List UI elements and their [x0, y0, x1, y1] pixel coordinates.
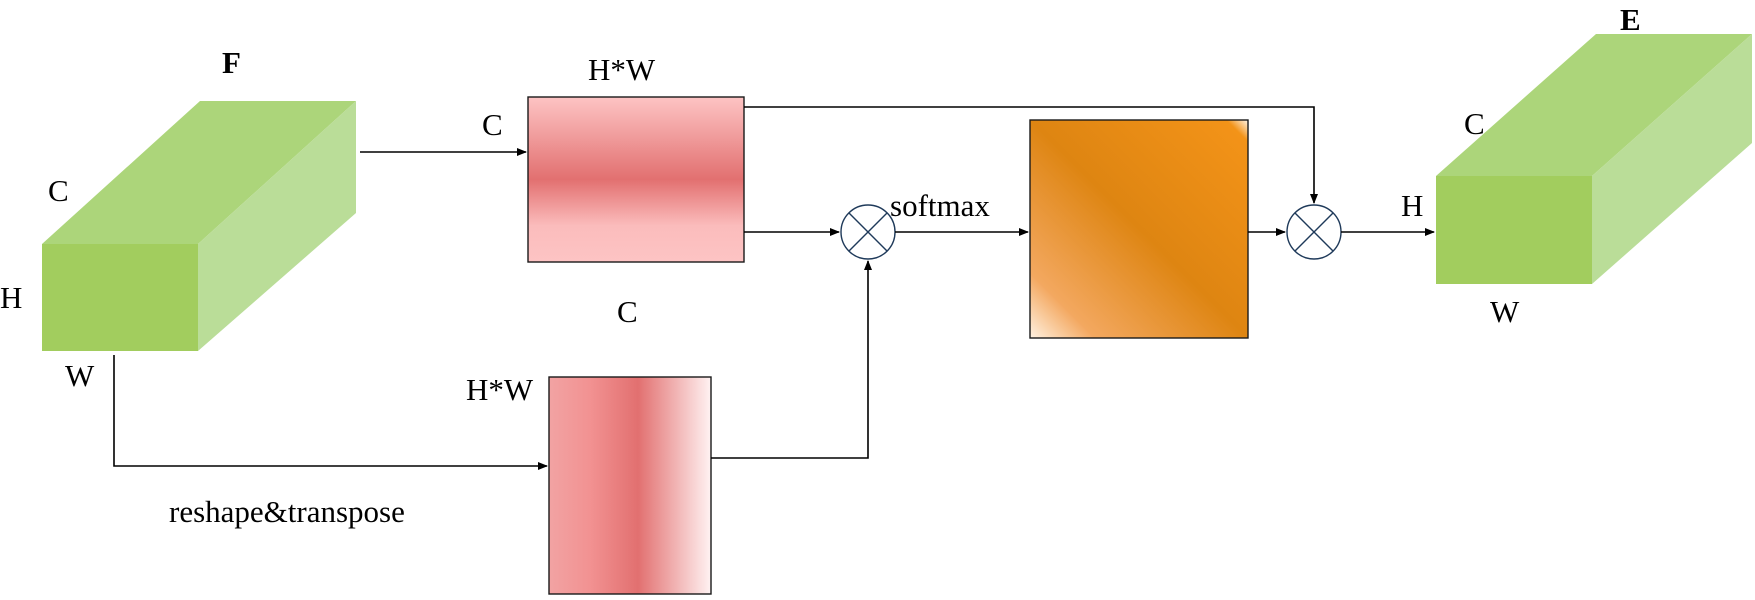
reshape-transpose-label: reshape&transpose [169, 494, 405, 529]
key-hw-label: H*W [466, 372, 534, 407]
query-matrix [527, 96, 745, 263]
arrow-key-to-multiply [711, 260, 872, 459]
attention-map [1029, 119, 1249, 339]
input-tensor-f [42, 101, 356, 351]
softmax-label: softmax [890, 188, 990, 223]
key-c-label: C [617, 294, 638, 329]
output-cube-front [1436, 176, 1592, 284]
key-matrix [548, 376, 712, 595]
output-cube-top [1436, 34, 1752, 176]
output-h-label: H [1401, 188, 1423, 223]
output-w-label: W [1490, 294, 1520, 329]
input-h-label: H [0, 280, 22, 315]
input-cube-side [198, 101, 356, 351]
input-c-label: C [48, 173, 69, 208]
input-tensor-label: F [222, 45, 241, 80]
input-cube-top [42, 101, 356, 244]
arrow-f-to-key [113, 355, 548, 470]
arrow-query-skip-to-multiply [744, 106, 1318, 204]
input-cube-front [42, 244, 198, 351]
output-cube-side [1592, 34, 1752, 284]
output-tensor-e [1436, 34, 1752, 284]
multiply-node-2 [1286, 204, 1342, 260]
output-tensor-label: E [1620, 2, 1641, 37]
query-c-label: C [482, 107, 503, 142]
output-c-label: C [1464, 106, 1485, 141]
input-w-label: W [65, 358, 95, 393]
query-hw-label: H*W [588, 52, 656, 87]
multiply-node-1 [840, 204, 896, 260]
